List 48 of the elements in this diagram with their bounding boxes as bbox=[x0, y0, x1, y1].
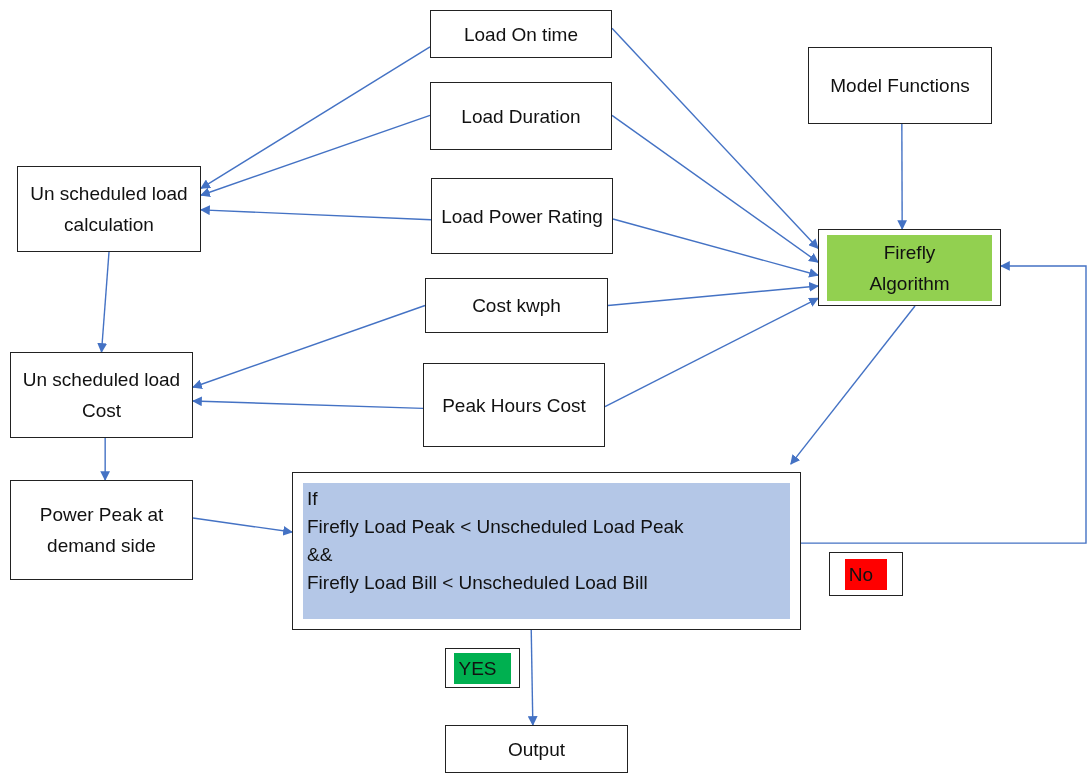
process-box bbox=[423, 363, 605, 447]
box-label: Model Functions bbox=[830, 74, 970, 98]
arrow bbox=[192, 396, 424, 410]
arrow bbox=[607, 281, 819, 307]
condition-text: If bbox=[307, 487, 319, 511]
condition-text: && bbox=[307, 543, 334, 567]
arrow bbox=[192, 517, 293, 536]
condition-text: Firefly Load Peak < Unscheduled Load Peak bbox=[307, 515, 685, 539]
arrow bbox=[200, 205, 432, 221]
box-label: Un scheduled load calculation bbox=[29, 182, 189, 237]
box-label: Cost kwph bbox=[472, 294, 561, 318]
arrow bbox=[897, 123, 908, 230]
arrow bbox=[100, 437, 111, 481]
box-label: Power Peak at demand side bbox=[38, 503, 165, 558]
no-label: No bbox=[844, 558, 888, 590]
process-box bbox=[17, 166, 201, 252]
box-label: Load On time bbox=[463, 22, 579, 47]
process-box bbox=[445, 725, 628, 773]
condition-text: Firefly Load Bill < Unscheduled Load Bill bbox=[307, 571, 649, 595]
box-label: Output bbox=[507, 737, 565, 762]
arrow bbox=[612, 218, 819, 278]
process-box bbox=[10, 352, 193, 438]
process-box bbox=[808, 47, 992, 124]
arrow bbox=[611, 27, 819, 249]
box-label: Load Power Rating bbox=[441, 204, 603, 229]
process-box bbox=[430, 10, 612, 58]
arrow bbox=[604, 297, 819, 408]
condition-box bbox=[292, 472, 801, 630]
box-label: Un scheduled load Cost bbox=[21, 368, 182, 423]
yes-tag bbox=[445, 648, 520, 688]
yes-label: YES bbox=[454, 652, 511, 684]
box-label: Load Duration bbox=[461, 104, 581, 129]
algorithm-box bbox=[818, 229, 1001, 306]
box-label: Peak Hours Cost bbox=[442, 393, 586, 418]
arrow bbox=[527, 629, 538, 726]
process-box bbox=[430, 82, 612, 150]
arrow bbox=[200, 46, 431, 190]
arrow bbox=[790, 305, 916, 465]
arrow bbox=[611, 114, 819, 263]
arrow bbox=[97, 251, 110, 353]
process-box bbox=[10, 480, 193, 580]
arrow bbox=[192, 304, 426, 389]
process-box bbox=[425, 278, 608, 333]
algorithm-label: Firefly Algorithm bbox=[827, 234, 992, 301]
arrow bbox=[200, 114, 431, 197]
process-box bbox=[431, 178, 613, 254]
arrow bbox=[800, 261, 1087, 544]
no-tag bbox=[829, 552, 903, 596]
